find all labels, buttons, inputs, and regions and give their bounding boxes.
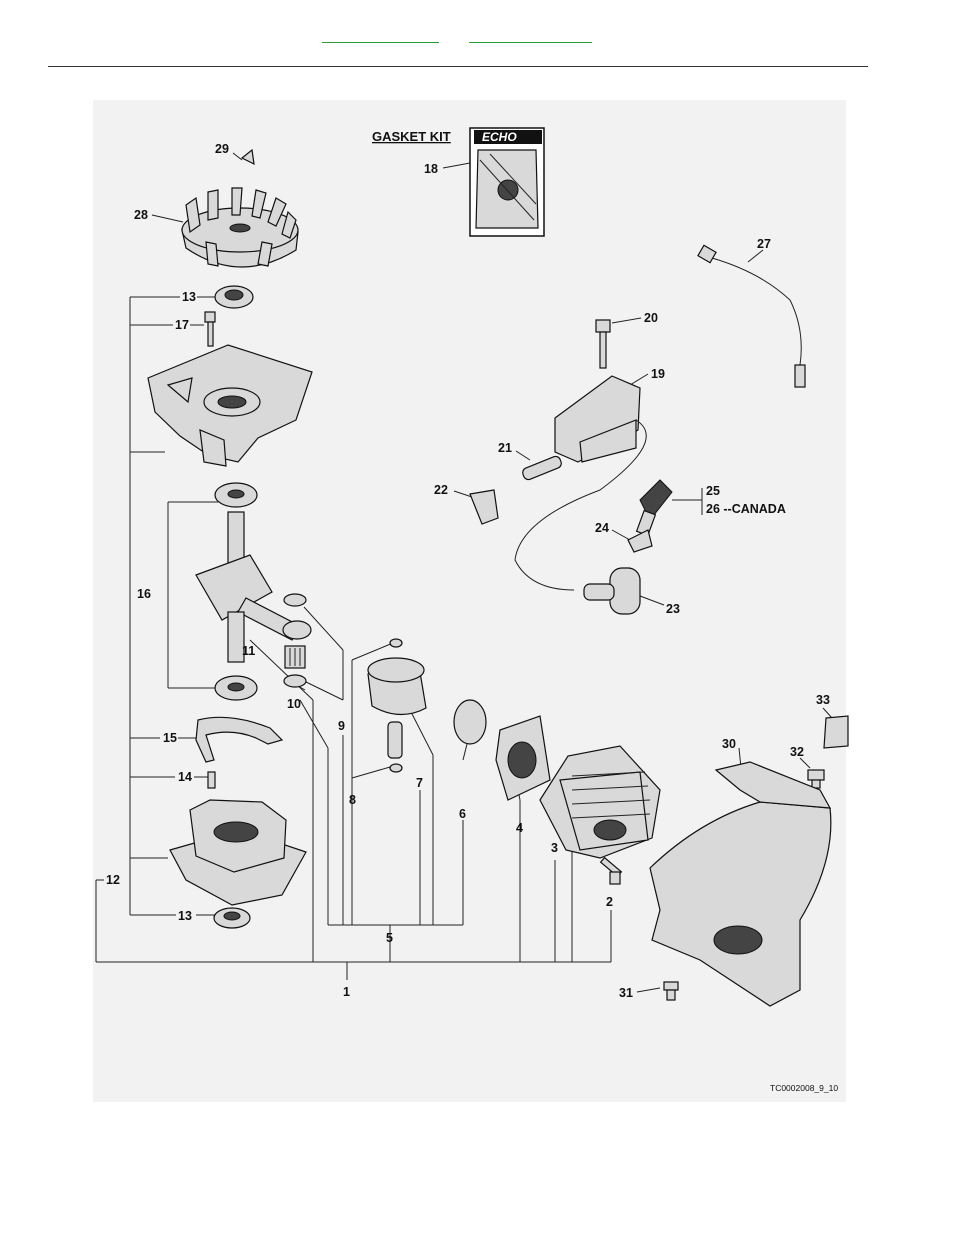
callout-1: 1 [343,985,350,999]
callout-10: 10 [287,697,301,711]
spring-terminal-part [627,529,653,553]
callout-24: 24 [595,521,609,535]
callout-28: 28 [134,208,148,222]
callout-8: 8 [349,793,356,807]
cylinder-cover-part [649,761,832,1007]
callout-17: 17 [175,318,189,332]
bolt-17-part [204,311,216,347]
callout-32: 32 [790,745,804,759]
callout-30: 30 [722,737,736,751]
circlip-lower-part [389,763,403,773]
callout-16: 16 [137,587,151,601]
cover-screw-part [807,769,825,789]
thrust-washer-upper-part [283,593,307,607]
callout-7: 7 [416,776,423,790]
piston-part [367,657,427,716]
figure-code: TC0002008_9_10 [770,1083,838,1093]
echo-brand-logo: ECHO [482,130,517,144]
flywheel-part [181,187,299,268]
callout-29: 29 [215,142,229,156]
crank-bearing-lower-part [214,675,258,701]
nav-link-right[interactable] [469,30,592,43]
crankcase-upper-part [147,344,313,467]
callout-3: 3 [551,841,558,855]
callout-27: 27 [757,237,771,251]
cylinder-gasket-part [495,715,551,801]
needle-bearing-part [284,645,306,669]
callout-9: 9 [338,719,345,733]
thrust-washer-lower-part [283,674,307,688]
crankshaft-part [195,482,312,663]
cylinder-part [539,745,661,859]
cover-screw-bottom-part [663,981,679,1001]
callout-15: 15 [163,731,177,745]
oil-seal-top-part [214,285,254,309]
callout-25: 25 [706,484,720,498]
crankcase-gasket-part [195,716,284,763]
callout-18: 18 [424,162,438,176]
piston-ring-part [453,699,487,745]
callout-12: 12 [106,873,120,887]
callout-26-canada: 26 --CANADA [706,502,786,516]
callout-4: 4 [516,821,523,835]
oil-seal-bottom-part [213,907,251,929]
callout-2: 2 [606,895,613,909]
callout-13-top: 13 [182,290,196,304]
spark-plug-boot-part [635,479,673,537]
callout-31: 31 [619,986,633,1000]
nav-link-left[interactable] [322,30,439,43]
circlip-upper-part [389,638,403,648]
piston-pin-part [387,721,403,759]
callout-14: 14 [178,770,192,784]
header-divider [48,66,868,67]
callout-6: 6 [459,807,466,821]
ignition-coil-part [514,375,647,591]
spark-plug-cap-part [583,567,641,615]
gasket-kit-title: GASKET KIT [372,129,451,144]
callout-23: 23 [666,602,680,616]
label-part [823,715,849,749]
callout-19: 19 [651,367,665,381]
woodruff-key-part [240,148,255,166]
callout-22: 22 [434,483,448,497]
dowel-pin-part [207,771,216,789]
crankcase-lower-part [169,799,307,906]
callout-5: 5 [386,931,393,945]
ignition-bolt-part [595,319,611,369]
callout-11: 11 [242,644,255,658]
callout-33: 33 [816,693,830,707]
gasket-kit-image [469,127,545,237]
bracket-lines [95,152,833,993]
callout-20: 20 [644,311,658,325]
stop-wire-part [697,244,806,388]
cylinder-bolt-part [599,856,623,885]
ignition-pin-part [522,455,562,481]
callout-21: 21 [498,441,512,455]
callout-13-bottom: 13 [178,909,192,923]
wire-clamp-part [469,489,499,525]
